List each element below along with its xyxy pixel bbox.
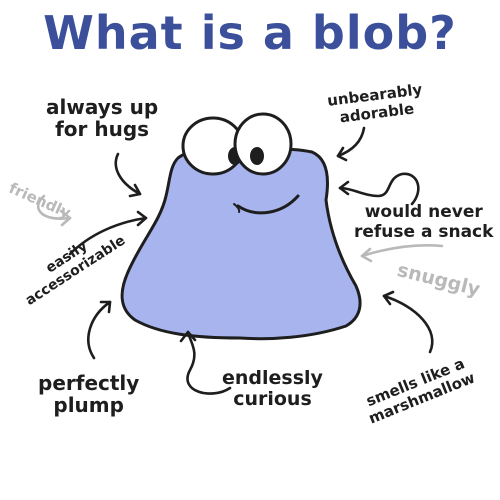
- blob-body: [120, 147, 362, 341]
- arrow-friendly: [36, 194, 72, 220]
- smile: [236, 194, 300, 215]
- arrow-accessorizable: [68, 216, 148, 256]
- arrow-snack: [338, 172, 420, 206]
- arrow-snuggly: [360, 244, 444, 258]
- right-eye: [233, 112, 293, 176]
- label-perfectly-plump: perfectly plump: [38, 371, 140, 417]
- label-would-never-refuse-a-snack: would never refuse a snack: [354, 202, 494, 242]
- label-endlessly-curious: endlessly curious: [222, 367, 323, 410]
- arrow-marshmallow: [382, 294, 434, 354]
- page-title: What is a blob?: [43, 6, 457, 60]
- cheek-dimple: [233, 203, 241, 213]
- arrow-adorable: [336, 126, 366, 158]
- arrow-curious: [186, 330, 232, 395]
- label-always-up-for-hugs: always up for hugs: [46, 95, 159, 141]
- arrow-hugs: [114, 152, 142, 196]
- arrow-plump: [87, 300, 112, 360]
- right-pupil: [250, 147, 264, 165]
